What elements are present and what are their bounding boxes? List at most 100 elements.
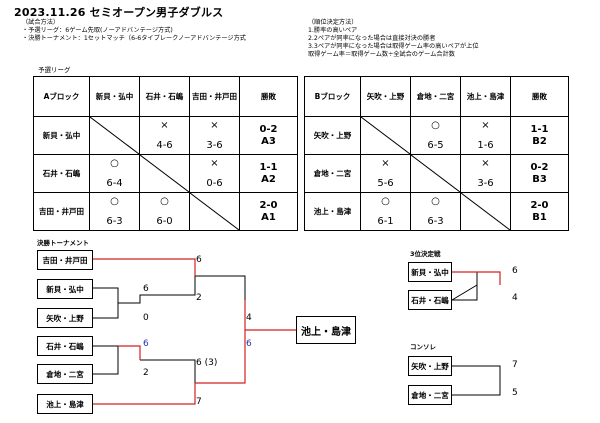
- match-mark: ×: [210, 120, 219, 131]
- ranking-section: （順位決定方法） 1.勝率の高いペア 2.2ペアが同率になった場合は直接対決の勝…: [308, 19, 479, 59]
- rules-line-2: ・決勝トーナメント：1セットマッチ（6-6タイブレークノーアドバンテージ方式: [22, 35, 246, 42]
- match-cell: ○ 6-1: [360, 192, 411, 231]
- ranking-line-3: 3.3ペアが同率になった場合は取得ゲーム率の高いペアが上位: [308, 43, 479, 50]
- score: 6 (3): [196, 358, 218, 368]
- consolation-team: 矢吹・上野: [408, 356, 452, 376]
- match-score: 6-0: [156, 216, 173, 227]
- match-score: 6-3: [106, 216, 123, 227]
- rules-heading: （試合方法）: [22, 19, 60, 26]
- record: 2-0: [530, 199, 549, 211]
- bracket-team: 倉地・二宮: [37, 364, 93, 384]
- block-b-col-team: 池上・島津: [460, 76, 511, 117]
- match-mark: ×: [160, 120, 169, 131]
- match-mark: ○: [110, 158, 119, 169]
- match-mark: ×: [481, 158, 490, 169]
- rules-line-1: ・予選リーグ：6ゲーム先取(ノーアドバンテージ方式): [22, 27, 173, 34]
- match-score: 3-6: [206, 140, 223, 151]
- match-score: 6-5: [427, 140, 444, 151]
- match-score: 6-4: [106, 178, 123, 189]
- ranking-heading: （順位決定方法）: [308, 19, 358, 26]
- match-cell: ○ 6-3: [89, 192, 140, 231]
- match-score: 3-6: [477, 178, 494, 189]
- rank: A1: [261, 211, 276, 223]
- score: 0: [143, 313, 149, 323]
- score: 6: [143, 284, 149, 294]
- record: 2-0: [259, 199, 278, 211]
- block-a-result-header: 勝敗: [239, 76, 298, 117]
- block-b-col-team: 倉地・二宮: [410, 76, 461, 117]
- record: 0-2: [259, 123, 278, 135]
- rank: B1: [532, 211, 547, 223]
- match-mark: ×: [481, 120, 490, 131]
- bracket-black-lines: [93, 270, 501, 396]
- match-cell: × 0-6: [189, 154, 240, 193]
- match-score: 5-6: [377, 178, 394, 189]
- bracket-team: 石井・石嶋: [37, 336, 93, 356]
- match-mark: ×: [210, 158, 219, 169]
- record: 1-1: [530, 123, 549, 135]
- score: 7: [512, 360, 518, 370]
- block-b-table: Bブロック 矢吹・上野 倉地・二宮 池上・島津 勝敗 矢吹・上野 ○6-5 ×1…: [304, 76, 569, 231]
- block-b-header: Bブロック: [304, 76, 361, 117]
- match-score: 4-6: [156, 140, 173, 151]
- ranking-line-4: 取得ゲーム率＝取得ゲーム数÷全試合のゲーム合計数: [308, 51, 455, 58]
- score: 2: [143, 368, 149, 378]
- rank: B2: [532, 135, 547, 147]
- match-cell: × 5-6: [360, 154, 411, 193]
- rank: A2: [261, 173, 276, 185]
- tournament-label: 決勝トーナメント: [37, 239, 89, 247]
- block-b-row-team: 池上・島津: [304, 192, 361, 231]
- champion-box: 池上・島津: [296, 316, 356, 344]
- record: 0-2: [530, 161, 549, 173]
- bracket-winner-lines: [93, 258, 501, 405]
- rank: B3: [532, 173, 547, 185]
- score: 6: [143, 339, 149, 349]
- score: 2: [196, 293, 202, 303]
- ranking-line-1: 1.勝率の高いペア: [308, 27, 358, 34]
- match-cell: × 3-6: [189, 116, 240, 155]
- score: 7: [196, 397, 202, 407]
- page-title: 2023.11.26 セミオープン男子ダブルス: [14, 6, 224, 19]
- match-mark: ○: [110, 196, 119, 207]
- match-cell: ○ 6-5: [410, 116, 461, 155]
- rules-section: （試合方法） ・予選リーグ：6ゲーム先取(ノーアドバンテージ方式) ・決勝トーナ…: [22, 19, 246, 43]
- third-place-label: 3位決定戦: [410, 250, 441, 258]
- score: 5: [512, 388, 518, 398]
- score: 4: [512, 293, 518, 303]
- match-mark: ○: [431, 120, 440, 131]
- block-a-col-team: 吉田・井戸田: [189, 76, 240, 117]
- match-mark: ○: [431, 196, 440, 207]
- league-label: 予選リーグ: [38, 66, 71, 74]
- match-mark: ×: [381, 158, 390, 169]
- block-a-row-team: 吉田・井戸田: [33, 192, 90, 231]
- bracket-team: 新貝・弘中: [37, 279, 93, 299]
- match-cell: ○ 6-0: [139, 192, 190, 231]
- score: 6: [246, 339, 252, 349]
- match-score: 6-3: [427, 216, 444, 227]
- diagonal-cell: [189, 192, 240, 231]
- bracket-team: 池上・島津: [37, 394, 93, 414]
- match-score: 1-6: [477, 140, 494, 151]
- score: 6: [196, 255, 202, 265]
- match-mark: ○: [381, 196, 390, 207]
- score: 4: [246, 313, 252, 323]
- match-score: 6-1: [377, 216, 394, 227]
- third-place-team: 新貝・弘中: [408, 262, 452, 282]
- block-b-row-team: 倉地・二宮: [304, 154, 361, 193]
- match-score: 0-6: [206, 178, 223, 189]
- bracket-team: 吉田・井戸田: [37, 250, 93, 270]
- bracket-team: 矢吹・上野: [37, 308, 93, 328]
- ranking-line-2: 2.2ペアが同率になった場合は直接対決の勝者: [308, 35, 436, 42]
- rank: A3: [261, 135, 276, 147]
- match-mark: ○: [160, 196, 169, 207]
- score: 6: [512, 266, 518, 276]
